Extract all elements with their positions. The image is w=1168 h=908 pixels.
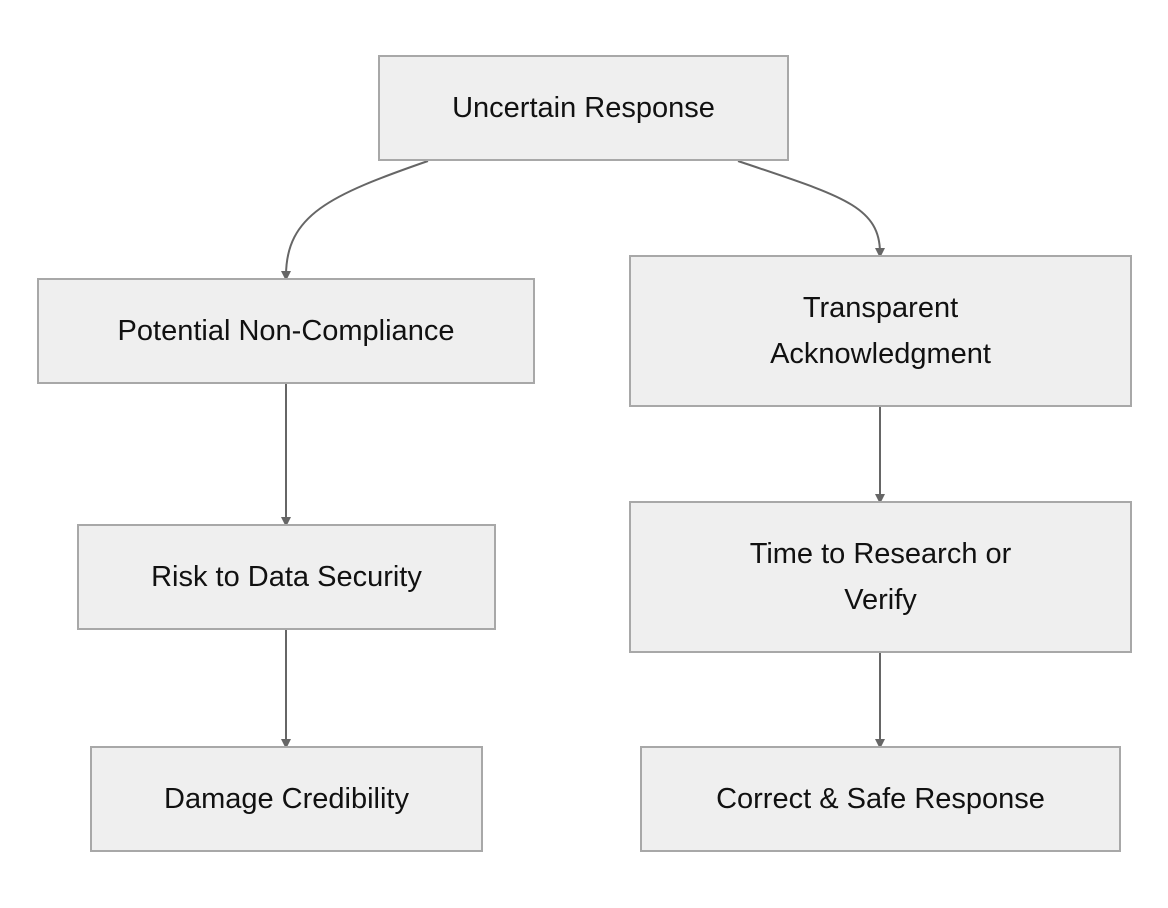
node-correct-safe-response: Correct & Safe Response	[640, 746, 1121, 852]
node-potential-non-compliance: Potential Non-Compliance	[37, 278, 535, 384]
node-time-to-research-or-verify: Time to Research or Verify	[629, 501, 1132, 653]
edge-root-to-left-1	[281, 160, 429, 281]
edge-root-to-right-1	[737, 160, 885, 258]
node-label: Time to Research or Verify	[749, 538, 1012, 616]
node-uncertain-response: Uncertain Response	[378, 55, 789, 161]
node-label: Uncertain Response	[452, 92, 715, 124]
node-label: Risk to Data Security	[151, 561, 422, 593]
node-transparent-acknowledgment: Transparent Acknowledgment	[629, 255, 1132, 407]
node-label: Correct & Safe Response	[716, 783, 1045, 815]
node-risk-to-data-security: Risk to Data Security	[77, 524, 496, 630]
node-label: Transparent Acknowledgment	[770, 292, 991, 370]
node-label: Damage Credibility	[164, 783, 409, 815]
node-damage-credibility: Damage Credibility	[90, 746, 483, 852]
node-label: Potential Non-Compliance	[117, 315, 455, 347]
